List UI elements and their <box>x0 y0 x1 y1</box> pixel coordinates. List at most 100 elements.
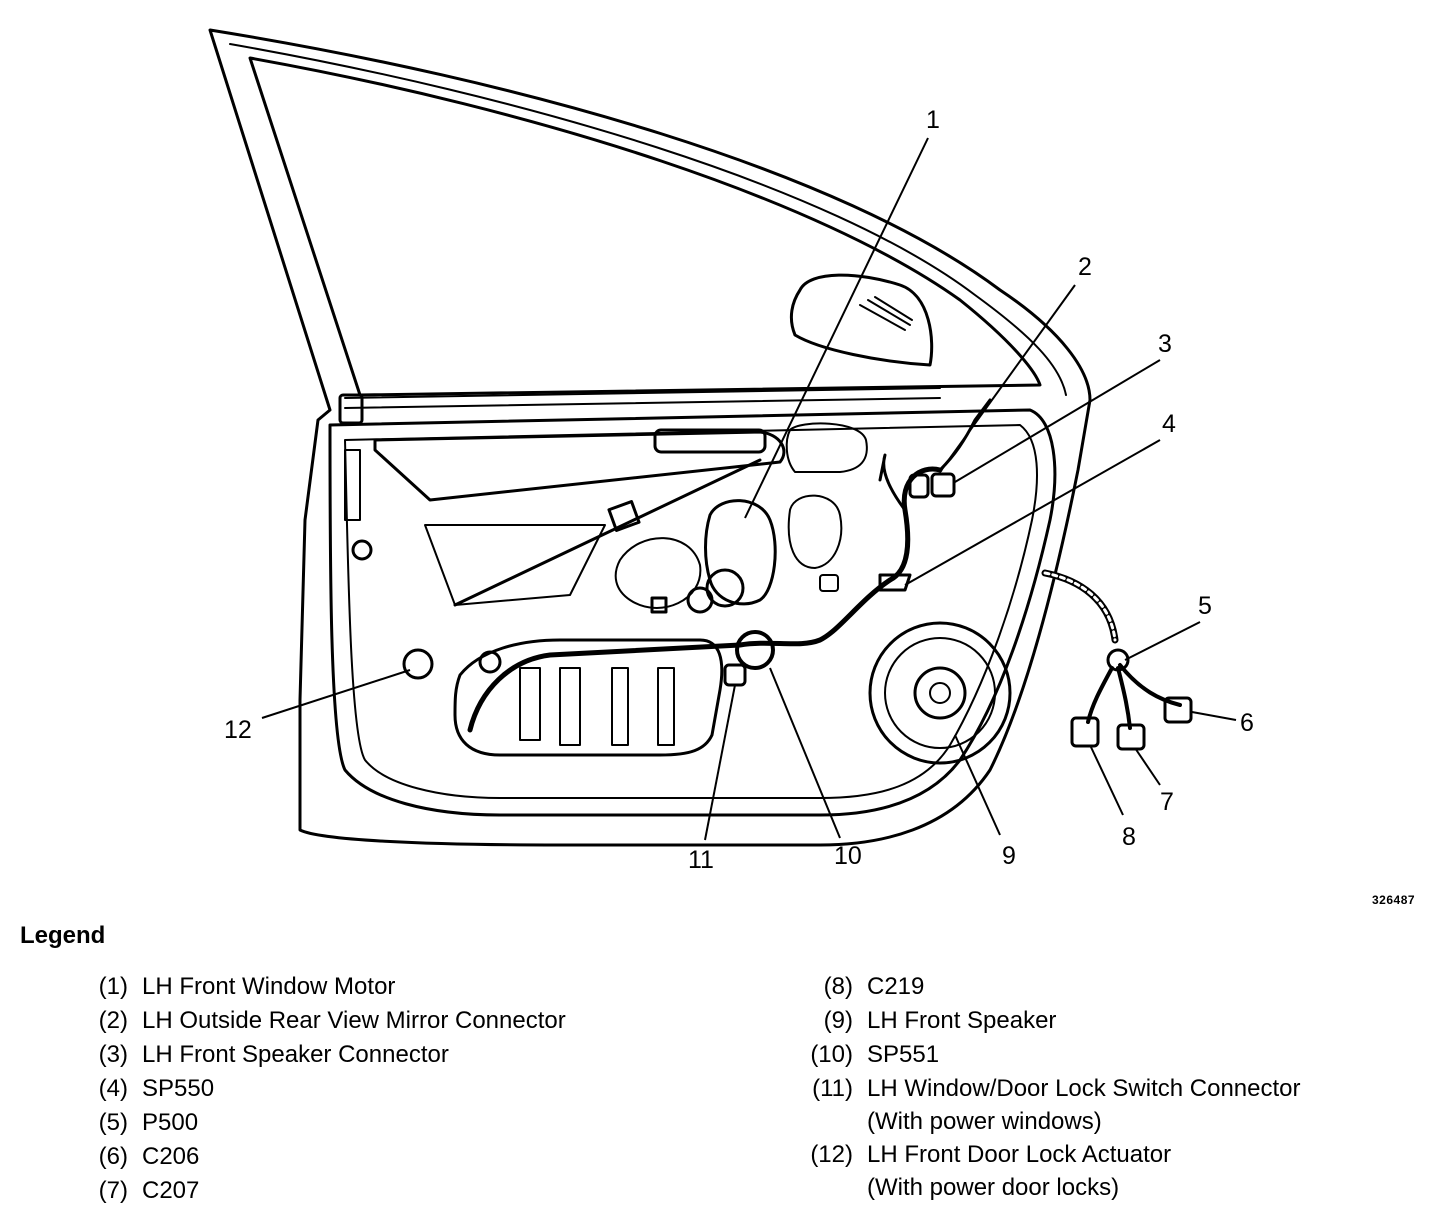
legend-item-note: (With power windows) <box>867 1108 1102 1135</box>
legend-item-7: (7) C207 <box>70 1174 710 1208</box>
callout-5: 5 <box>1198 592 1212 620</box>
legend-item-label: LH Front Window Motor <box>142 973 396 1000</box>
access-opening-right-1 <box>785 422 868 473</box>
legend-item-label: LH Front Speaker Connector <box>142 1041 449 1068</box>
callout-3: 3 <box>1158 330 1172 358</box>
legend-item-label: C207 <box>142 1177 200 1204</box>
legend-item-label: C219 <box>867 973 925 1000</box>
callout-10: 10 <box>834 842 862 870</box>
legend-item-label: LH Outside Rear View Mirror Connector <box>142 1007 566 1034</box>
callout-9: 9 <box>1002 842 1016 870</box>
callout-11: 11 <box>688 846 714 874</box>
legend-item-2: (2) LH Outside Rear View Mirror Connecto… <box>70 1004 710 1038</box>
callout-7: 7 <box>1160 788 1174 816</box>
legend-item-1: (1) LH Front Window Motor <box>70 970 710 1004</box>
inner-door-panel-edge <box>344 424 1038 799</box>
belt-clip <box>338 393 364 425</box>
speaker-cone <box>913 666 967 720</box>
inner-door-panel <box>328 408 1057 817</box>
square-hole-2 <box>819 574 839 592</box>
speaker-connector <box>930 472 956 498</box>
legend-item-number: (2) <box>98 1007 128 1034</box>
legend-item-label: P500 <box>142 1109 199 1136</box>
callout-2: 2 <box>1078 253 1092 281</box>
mirror-mount <box>789 273 934 367</box>
legend-item-6: (6) C206 <box>70 1140 710 1174</box>
regulator-rail <box>453 458 762 607</box>
legend-column-right: (8) C219 (9) LH Front Speaker (10) SP551… <box>795 970 1435 1204</box>
mirror-mount-detail <box>859 296 913 331</box>
leader-1 <box>744 137 929 519</box>
callout-1: 1 <box>926 106 940 134</box>
regulator-opening <box>424 524 606 606</box>
pigtail-branch-8 <box>1086 666 1114 724</box>
connector-c219 <box>1070 716 1100 748</box>
trim-slot-3 <box>611 667 629 746</box>
legend-item-5: (5) P500 <box>70 1106 710 1140</box>
leader-6 <box>1191 711 1237 721</box>
leader-7 <box>1134 747 1161 786</box>
handle-slot <box>653 428 767 454</box>
legend-item-number: (12) <box>810 1141 853 1168</box>
access-opening-right-2 <box>787 494 843 569</box>
callout-8: 8 <box>1122 823 1136 851</box>
regulator-gear <box>614 537 702 609</box>
inner-frame-line <box>229 43 1067 396</box>
callout-4: 4 <box>1162 410 1176 438</box>
legend-item-number: (7) <box>98 1177 128 1204</box>
leader-4 <box>904 439 1161 586</box>
leader-12 <box>261 669 411 719</box>
legend-item-label: LH Window/Door Lock Switch Connector <box>867 1075 1301 1102</box>
legend-item-number: (11) <box>812 1075 853 1102</box>
pigtail-branch-6 <box>1118 663 1182 707</box>
legend-item-8: (8) C219 <box>795 970 1435 1004</box>
legend-item-number: (9) <box>823 1007 853 1034</box>
legend-item-number: (3) <box>98 1041 128 1068</box>
legend-item-12: (12) LH Front Door Lock Actuator <box>795 1138 1435 1172</box>
legend-item-label: C206 <box>142 1143 200 1170</box>
legend-item-note: (With power door locks) <box>867 1174 1120 1201</box>
legend-item-number: (5) <box>98 1109 128 1136</box>
trim-slot-1 <box>519 667 541 741</box>
figure-id: 326487 <box>1372 893 1416 907</box>
door-wiring-diagram: 1 2 3 4 5 6 7 8 9 10 11 12 <box>208 28 1254 874</box>
leader-3 <box>954 359 1161 483</box>
pigtail-harness <box>1041 569 1119 644</box>
legend-item-label: SP550 <box>142 1075 215 1102</box>
legend-item-number: (4) <box>98 1075 128 1102</box>
legend-item-4: (4) SP550 <box>70 1072 710 1106</box>
speaker-outer <box>868 621 1012 765</box>
leader-9 <box>954 734 1001 836</box>
belt-line <box>344 387 941 399</box>
connector-c207 <box>1116 723 1146 751</box>
wiring-harness-branch <box>878 453 907 512</box>
mirror-connector <box>908 473 930 499</box>
legend-item-10: (10) SP551 <box>795 1038 1435 1072</box>
switch-connector <box>723 663 747 687</box>
leader-10 <box>769 667 841 839</box>
belt-line-2 <box>344 397 941 409</box>
legend-item-11: (11) LH Window/Door Lock Switch Connecto… <box>795 1072 1435 1106</box>
bolt-hole-1 <box>351 539 373 561</box>
trim-slot-2 <box>559 667 581 746</box>
window-opening <box>248 56 1042 397</box>
legend-item-number: (8) <box>823 973 853 1000</box>
square-hole <box>650 596 668 614</box>
door-lock-actuator <box>402 648 434 680</box>
legend-item-number: (6) <box>98 1143 128 1170</box>
legend-item-number: (10) <box>810 1041 853 1068</box>
splice-sp551 <box>735 630 775 670</box>
trim-slot-4 <box>657 667 675 746</box>
connector-c206 <box>1163 696 1193 724</box>
legend-item-number: (1) <box>98 973 128 1000</box>
legend-item-label: LH Front Door Lock Actuator <box>867 1141 1172 1168</box>
speaker-center <box>929 682 951 704</box>
legend-item-9: (9) LH Front Speaker <box>795 1004 1435 1038</box>
left-slot <box>344 449 361 521</box>
window-motor-housing <box>704 499 777 606</box>
leader-5 <box>1124 621 1201 661</box>
legend-item-label: SP551 <box>867 1041 940 1068</box>
legend-title: Legend <box>20 922 106 949</box>
bolt-hole-4 <box>705 568 745 608</box>
callout-12: 12 <box>224 716 252 744</box>
